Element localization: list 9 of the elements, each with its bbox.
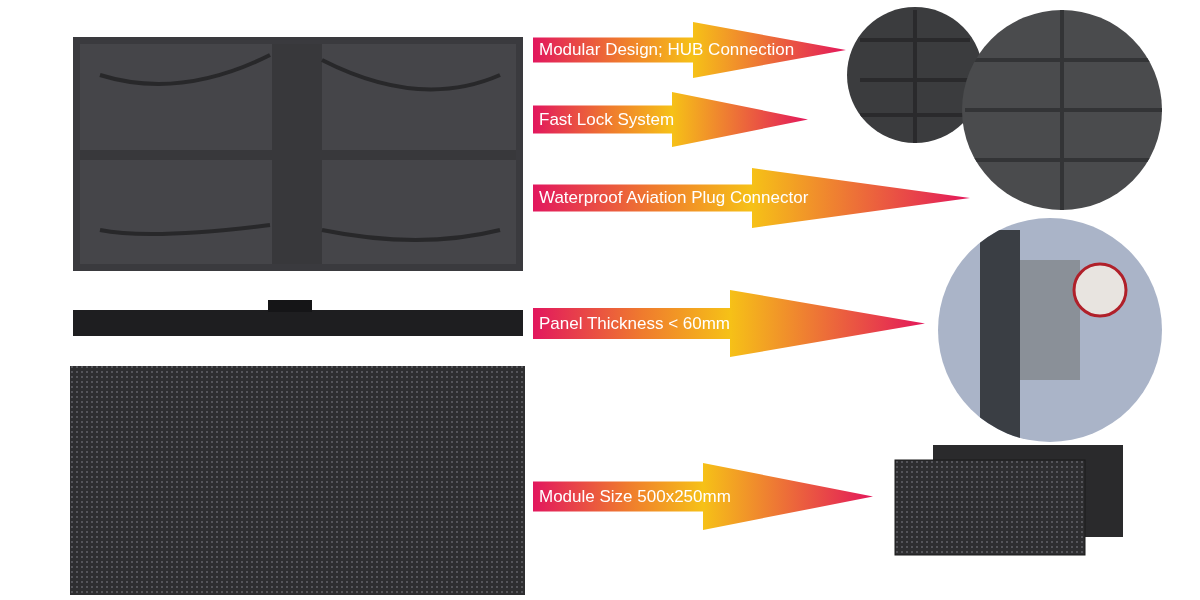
feature-label: Waterproof Aviation Plug Connector xyxy=(539,189,809,206)
feature-callout xyxy=(533,290,925,357)
feature-label: Fast Lock System xyxy=(539,110,675,128)
feature-label: Panel Thickness < 60mm xyxy=(539,314,731,332)
feature-callout xyxy=(533,92,808,147)
feature-callout xyxy=(533,22,846,78)
feature-label: Module Size 500x250mm xyxy=(539,487,731,505)
feature-callout xyxy=(533,463,873,530)
feature-label: Modular Design; HUB Connection xyxy=(539,41,795,58)
